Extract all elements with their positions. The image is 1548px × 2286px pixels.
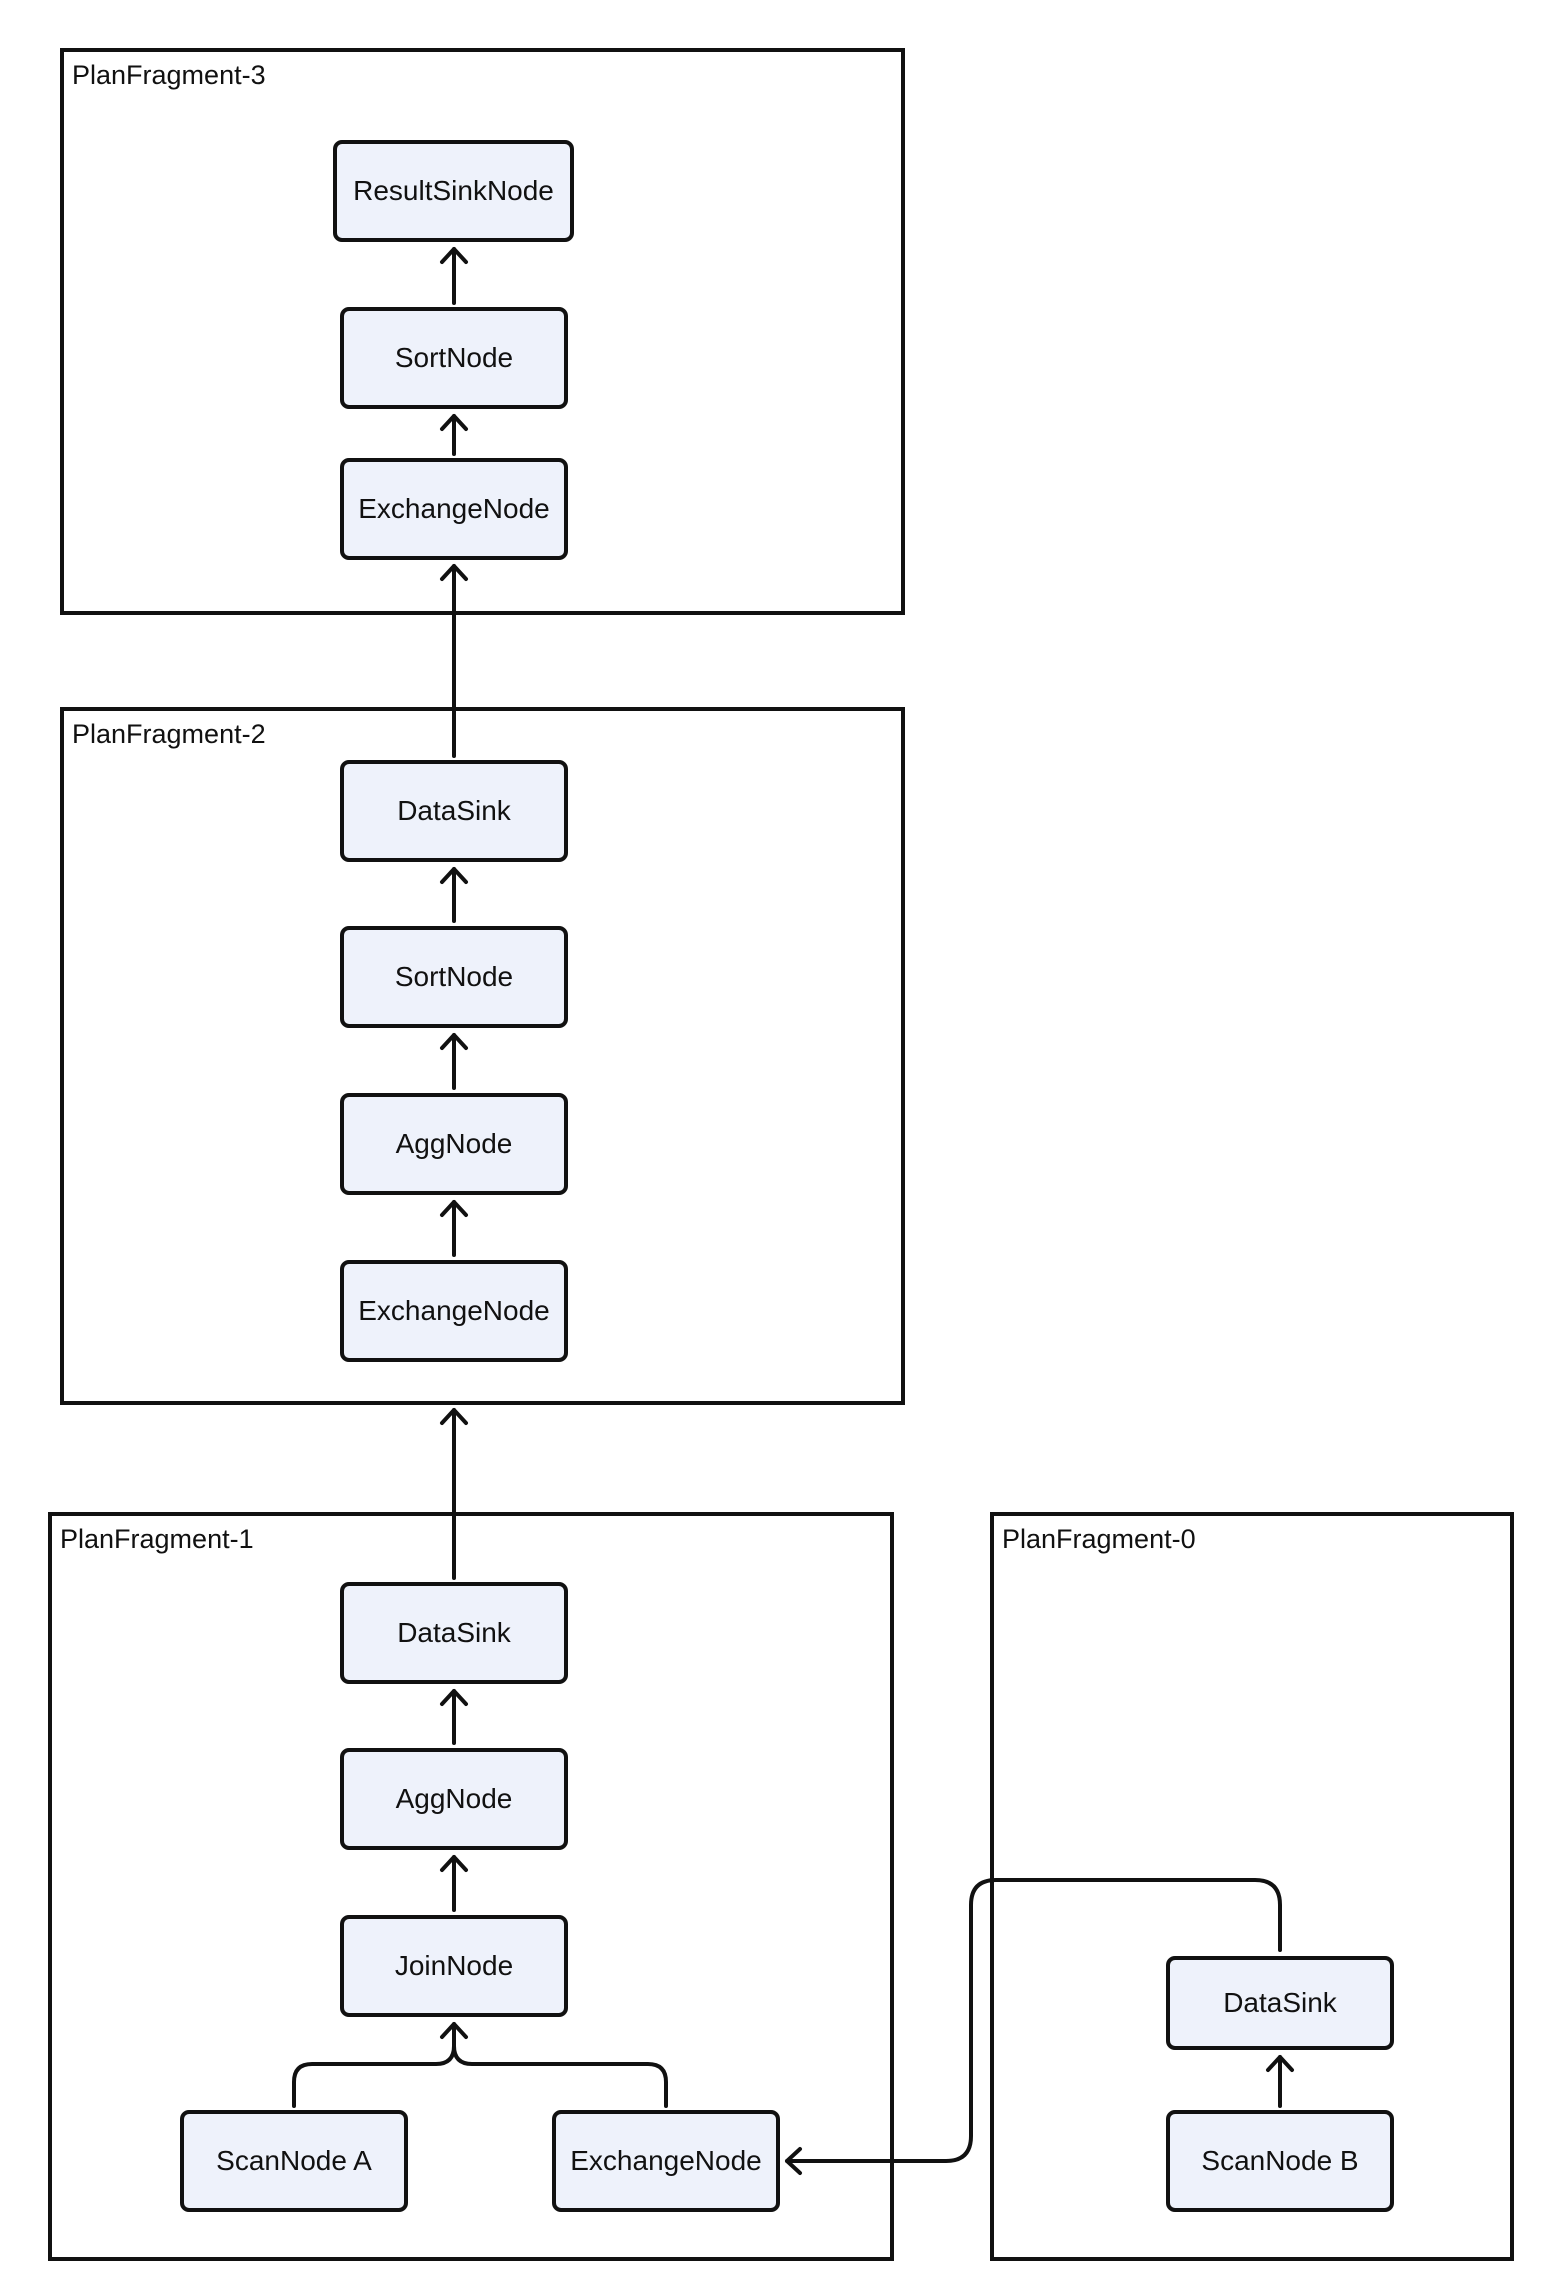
scan-node-b: ScanNode B [1166,2110,1394,2212]
agg-node: AggNode [340,1093,568,1195]
data-sink-node: DataSink [340,1582,568,1684]
scan-node-a: ScanNode A [180,2110,408,2212]
data-sink-node: DataSink [340,760,568,862]
exchange-node: ExchangeNode [340,458,568,560]
fragment-title: PlanFragment-1 [60,1524,254,1554]
sort-node: SortNode [340,307,568,409]
data-sink-node: DataSink [1166,1956,1394,2050]
fragment-title: PlanFragment-3 [72,60,266,90]
join-node: JoinNode [340,1915,568,2017]
sort-node: SortNode [340,926,568,1028]
plan-fragment-3: PlanFragment-3 [60,48,905,615]
fragment-title: PlanFragment-0 [1002,1524,1196,1554]
exchange-node: ExchangeNode [552,2110,780,2212]
agg-node: AggNode [340,1748,568,1850]
plan-fragment-2: PlanFragment-2 [60,707,905,1405]
result-sink-node: ResultSinkNode [333,140,574,242]
fragment-title: PlanFragment-2 [72,719,266,749]
exchange-node: ExchangeNode [340,1260,568,1362]
